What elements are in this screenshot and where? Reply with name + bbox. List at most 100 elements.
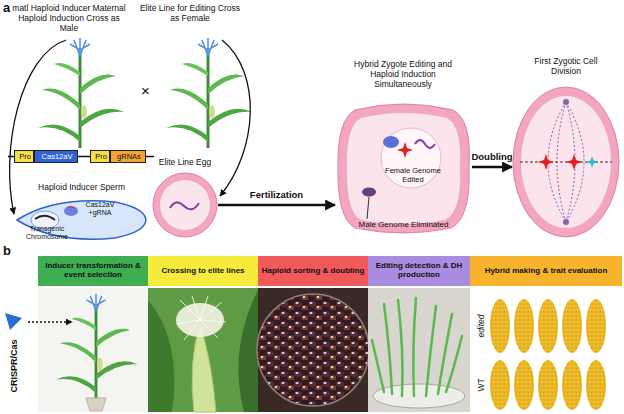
gene-label: Pro: [91, 151, 111, 164]
crispr-marker: [5, 313, 22, 330]
photo-seedlings: [413, 298, 416, 396]
zygote-cell-outline: [362, 188, 376, 197]
photo-ears: [470, 288, 624, 412]
dividing-cell-outline: [563, 99, 569, 105]
flow-arrow: [218, 204, 335, 206]
photo-ears: [490, 360, 510, 410]
zygote-cell-outline: [383, 136, 399, 148]
step-band: Hybrid making & trait evaluation: [470, 256, 622, 286]
photo-seedlings: [368, 288, 470, 412]
edge-label: Fertilization: [250, 189, 303, 200]
crispr-marker: [5, 313, 72, 330]
cross-symbol: ×: [141, 82, 150, 100]
gene-label: Pro: [15, 151, 35, 164]
photo-seedlings: [372, 298, 462, 396]
dividing-cell-outline: [512, 86, 620, 238]
photo-crossing: [148, 288, 258, 412]
photo-ears: [562, 360, 582, 410]
row-label: WT: [476, 378, 486, 391]
cell-heading: Hybrid Zygote Editing and Haploid Induct…: [343, 59, 463, 90]
photo-seedlings: [372, 340, 384, 392]
zygote-cell-outline: [397, 142, 413, 158]
zygote-cell: Hybrid Zygote Editing and Haploid Induct…: [335, 100, 472, 234]
panel-letter: b: [3, 243, 11, 259]
inducer-plant: [38, 38, 124, 148]
photo-seedlings: [384, 304, 392, 394]
row-label: edited: [476, 314, 486, 337]
protein-label: Cas12aV +gRNA: [79, 201, 121, 218]
inducer-plant: [38, 38, 124, 148]
photo-kernels: [258, 288, 368, 412]
photo-ears: [470, 288, 624, 412]
promoter-box: Pro: [90, 150, 110, 163]
step-heading: Haploid sorting & doubling: [258, 256, 368, 286]
step-band: Editing detection & DH production: [368, 256, 470, 286]
dividing-cell-outline: [563, 219, 569, 225]
dividing-cell-outline: [566, 102, 584, 222]
step-band: Inducer transformation & event selection: [38, 256, 148, 286]
cross-arrow: [220, 40, 250, 196]
photo-crossing: [176, 296, 226, 340]
elite-plant: [166, 38, 252, 148]
cell-heading: Elite Line Egg: [140, 157, 230, 167]
photo-ears: [538, 299, 558, 353]
zygote-cell-outline: [347, 113, 460, 224]
chromosome-label: Transgenic Chromosome: [17, 225, 77, 242]
gene-label: Cas12aV: [35, 151, 79, 164]
egg-cell-outline: [152, 172, 218, 238]
zygote-cell-outline: [338, 104, 469, 233]
egg-cell-outline: [170, 202, 199, 209]
egg-cell-outline: [160, 180, 210, 230]
sperm-cell-outline: [67, 207, 75, 209]
photo-ears: [490, 299, 510, 353]
photo-ears: [538, 360, 558, 410]
dividing-cell-outline: [566, 154, 582, 170]
photo-crossing: [238, 290, 258, 412]
photo-ears: [562, 299, 582, 353]
photo-inducer-plant: [38, 288, 148, 412]
zygote-cell-outline: [415, 140, 435, 148]
photo-crossing: [192, 324, 216, 412]
photo-ears: [514, 360, 534, 410]
flow-arrow: [472, 166, 512, 168]
egg-cell-outline: [153, 173, 217, 237]
photo-inducer-plant: [56, 294, 138, 399]
crispr-marker: [28, 321, 72, 323]
photo-seedlings: [398, 300, 403, 396]
elite-plant: [166, 38, 252, 148]
genome-label: Male Genome Eliminated: [335, 220, 472, 230]
photo-kernels: [257, 294, 369, 406]
photo-ears: [586, 299, 606, 353]
photo-seedlings: [368, 288, 470, 412]
step-band: Haploid sorting & doubling: [258, 256, 368, 286]
cell-heading: Haploid Inducer Sperm: [15, 182, 148, 192]
photo-seedlings: [426, 306, 436, 396]
photo-ears: [586, 360, 606, 410]
grna-box: gRNAs: [110, 150, 146, 163]
cas-gene-box: Cas12aV: [34, 150, 78, 163]
sperm-cell-outline: [64, 206, 78, 216]
tool-label: CRISPR/Cas: [9, 339, 20, 392]
photo-crossing: [148, 288, 258, 412]
cross-arrow: [10, 40, 251, 214]
dividing-cell-outline: [586, 156, 598, 168]
plant-caption: Elite Line for Editing Cross as Female: [138, 3, 242, 23]
step-heading: Crossing to elite lines: [148, 256, 258, 286]
photo-kernels: [257, 288, 369, 412]
sperm-cell-outline: [35, 216, 55, 220]
cell-heading: First Zygotic Cell Division: [521, 56, 611, 76]
step-heading: Hybrid making & trait evaluation: [470, 256, 622, 286]
photo-ears: [514, 299, 534, 353]
photo-inducer-plant: [38, 288, 148, 412]
egg-cell: Elite Line Egg: [152, 172, 218, 238]
photo-seedlings: [446, 336, 462, 392]
photo-inducer-plant: [86, 398, 106, 411]
step-heading: Inducer transformation & event selection: [38, 256, 148, 286]
plant-caption: matl Haploid Inducer Maternal Haploid In…: [8, 3, 130, 34]
dividing-cell-outline: [513, 87, 619, 237]
edge-label: Doubling: [471, 151, 512, 162]
